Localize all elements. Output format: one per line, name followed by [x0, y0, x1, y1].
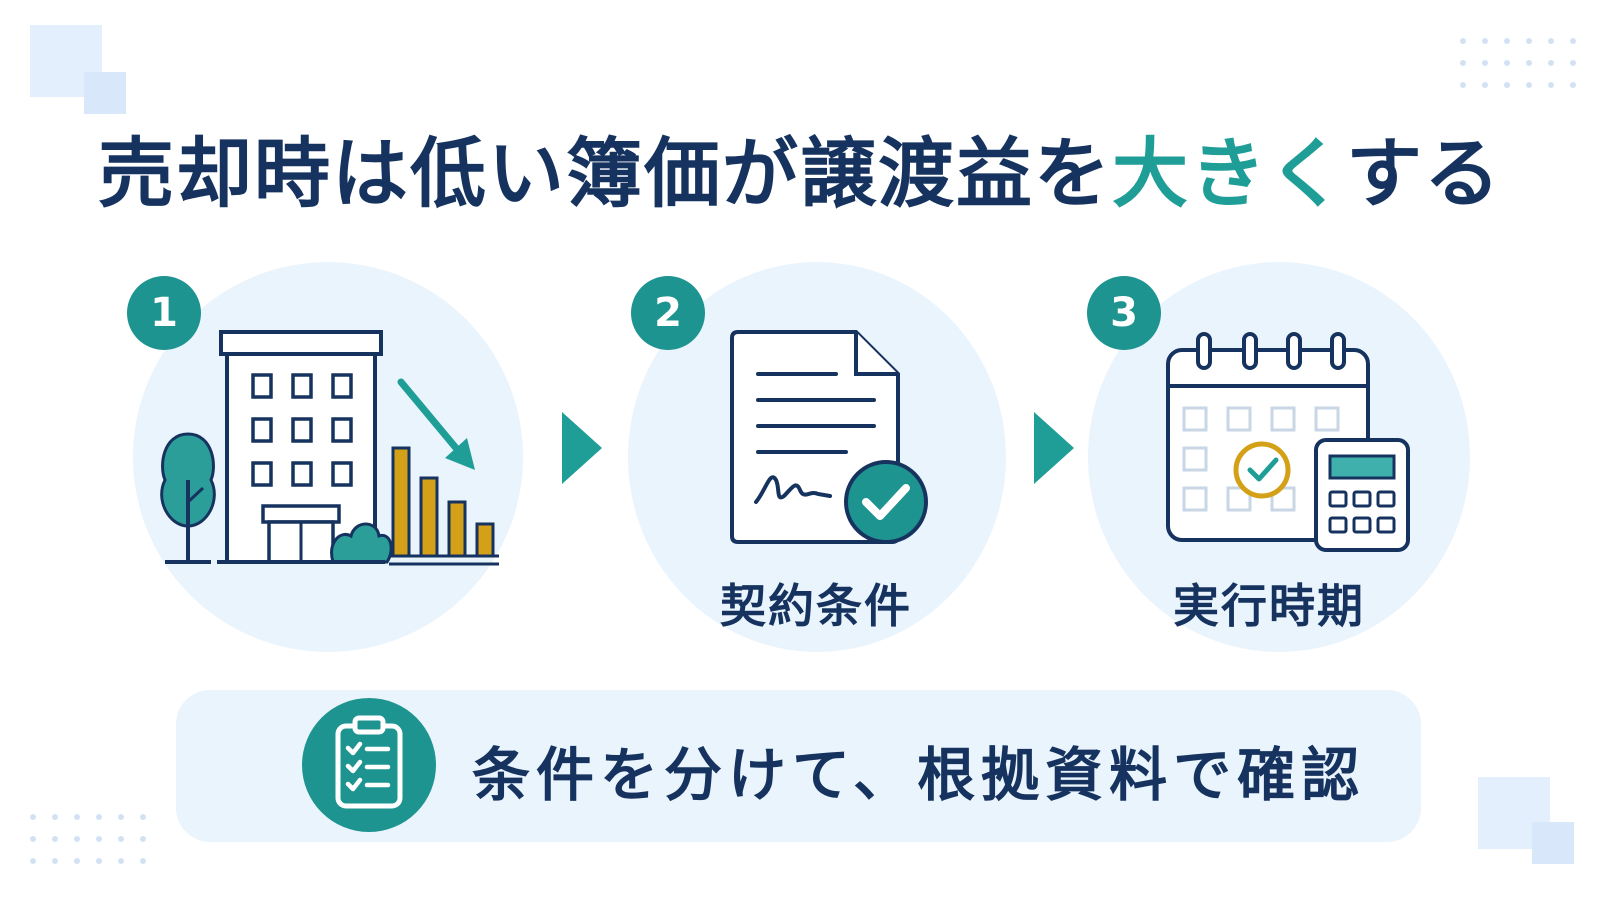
document-icon — [730, 330, 928, 544]
step-2-badge: 2 — [631, 276, 705, 350]
bar-chart-icon — [391, 446, 495, 558]
page-title: 売却時は低い簿価が譲渡益を大きくする — [0, 112, 1600, 222]
step-1-badge: 1 — [127, 276, 201, 350]
step-arrow-1 — [562, 412, 602, 484]
calendar-icon — [1166, 332, 1410, 552]
decor-square-top-left-small — [84, 72, 126, 114]
signature-icon — [754, 475, 832, 504]
decor-dots-bottom-left — [30, 814, 146, 864]
down-arrow-icon — [397, 378, 475, 470]
check-circle-icon — [1233, 441, 1291, 499]
decor-dots-top-right — [1460, 38, 1576, 88]
checklist-clipboard-icon — [335, 715, 403, 809]
title-text-end: する — [1346, 129, 1502, 218]
title-text: 売却時は低い簿価が譲渡益を — [98, 129, 1112, 218]
step-3-label: 実行時期 — [1173, 579, 1365, 633]
check-badge-icon — [844, 460, 928, 544]
step-2-label: 契約条件 — [720, 579, 912, 633]
step-3-badge: 3 — [1087, 276, 1161, 350]
bush-icon — [330, 522, 393, 564]
tree-icon — [160, 432, 216, 562]
building-icon — [160, 330, 499, 566]
banner-icon-circle — [302, 698, 436, 832]
step-arrow-2 — [1034, 412, 1074, 484]
title-highlight: 大きく — [1112, 129, 1346, 218]
banner-text: 条件を分けて、根拠資料で確認 — [472, 741, 1366, 809]
calculator-icon — [1314, 438, 1410, 552]
decor-square-bottom-right-small — [1532, 822, 1574, 864]
